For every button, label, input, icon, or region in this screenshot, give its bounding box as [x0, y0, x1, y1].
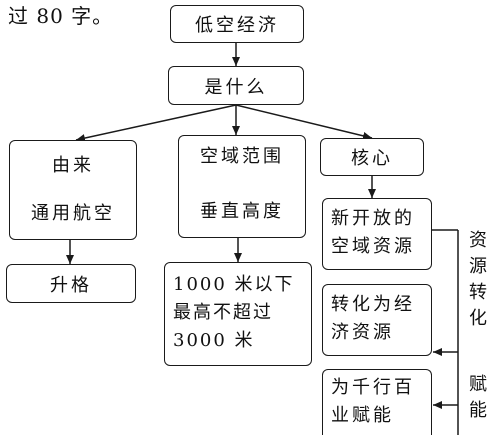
empower-line-1: 为千行百	[331, 377, 415, 398]
node-general-aviation-label: 通用航空	[31, 203, 115, 224]
altitude-line-1: 1000 米以下	[173, 274, 295, 295]
arrow-what-to-origin	[75, 104, 237, 142]
node-airspace-scope-label: 空域范围	[200, 146, 284, 167]
empower-line-2: 业赋能	[331, 405, 394, 426]
node-vertical-height-label: 垂直高度	[200, 201, 284, 222]
node-core-label: 核心	[351, 148, 393, 169]
arrow-what-to-core	[235, 104, 373, 140]
convert-line-2: 济资源	[331, 322, 394, 343]
node-airspace-scope: 空域范围 垂直高度	[178, 135, 306, 238]
node-upgrade-label: 升格	[50, 274, 92, 296]
node-what-label: 是什么	[204, 76, 268, 98]
node-origin-label: 由来	[52, 155, 94, 176]
node-empower: 为千行百 业赋能	[322, 369, 432, 435]
node-origin: 由来 通用航空	[9, 140, 137, 240]
node-what: 是什么	[168, 66, 304, 105]
node-new-resource: 新开放的 空域资源	[322, 198, 432, 270]
node-root-label: 低空经济	[195, 15, 279, 36]
new-resource-line-2: 空域资源	[331, 236, 415, 257]
altitude-line-3: 3000 米	[173, 330, 255, 351]
node-upgrade: 升格	[6, 264, 136, 303]
intro-fragment: 过 80 字。	[8, 4, 114, 28]
node-root: 低空经济	[170, 5, 304, 43]
altitude-line-2: 最高不超过	[173, 302, 273, 323]
convert-line-1: 转化为经	[331, 294, 415, 315]
node-altitude: 1000 米以下 最高不超过 3000 米	[164, 262, 312, 366]
side-label-resource-conversion: 资源转化	[469, 230, 487, 329]
node-convert: 转化为经 济资源	[322, 284, 432, 356]
node-core: 核心	[320, 138, 424, 176]
new-resource-line-1: 新开放的	[331, 208, 415, 229]
side-label-empowerment: 赋能	[469, 374, 487, 421]
